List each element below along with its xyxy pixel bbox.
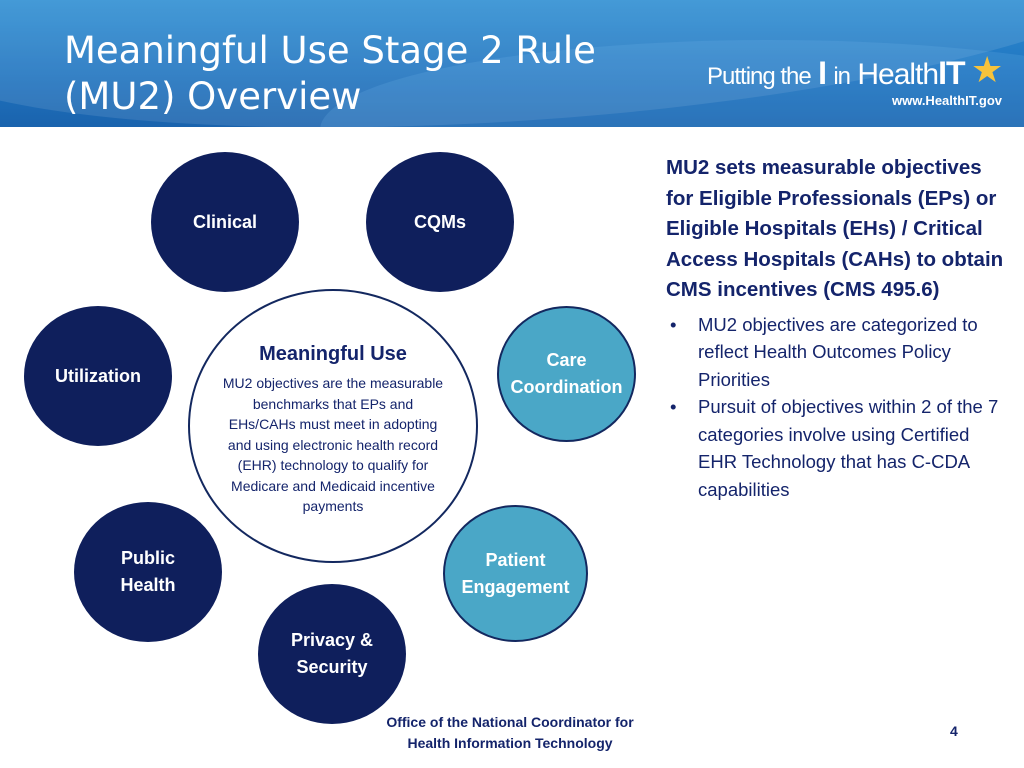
right-heading: MU2 sets measurable objectives for Eligi… — [666, 156, 1004, 301]
right-text-panel: MU2 sets measurable objectives for Eligi… — [666, 153, 1011, 503]
title-line-2: (MU2) Overview — [64, 75, 362, 118]
bullet-dot: • — [670, 396, 677, 417]
slide-header: Meaningful Use Stage 2 Rule (MU2) Overvi… — [0, 0, 1024, 127]
star-icon: ★ — [971, 49, 1004, 90]
bullet-list: • MU2 objectives are categorized to refl… — [666, 311, 1011, 504]
bullet-item: • Pursuit of objectives within 2 of the … — [666, 393, 1011, 503]
title-line-1: Meaningful Use Stage 2 Rule — [64, 29, 596, 72]
bullet-item: • MU2 objectives are categorized to refl… — [666, 311, 1011, 394]
bullet-dot: • — [670, 313, 677, 335]
slide-title: Meaningful Use Stage 2 Rule (MU2) Overvi… — [64, 28, 596, 120]
center-description: MU2 objectives are the measurable benchm… — [222, 375, 444, 514]
logo-wordmark: Putting the I in HealthIT — [707, 55, 966, 91]
circle-patient-engagement: Patient Engagement — [443, 505, 588, 642]
circle-public-health: Public Health — [74, 502, 222, 642]
circle-care-coordination: Care Coordination — [497, 306, 636, 442]
center-title: Meaningful Use — [259, 343, 407, 365]
circle-utilization: Utilization — [24, 306, 172, 446]
circle-privacy-security: Privacy & Security — [258, 584, 406, 724]
page-number: 4 — [950, 723, 958, 739]
healthit-logo: Putting the I in HealthIT ★ www.HealthIT… — [707, 49, 1003, 115]
circle-cqms: CQMs — [366, 152, 514, 292]
center-meaningful-use: Meaningful Use MU2 objectives are the me… — [188, 289, 478, 563]
circle-clinical: Clinical — [151, 152, 299, 292]
logo-url: www.HealthIT.gov — [891, 93, 1002, 108]
footer-organization: Office of the National Coordinator for H… — [386, 714, 634, 751]
